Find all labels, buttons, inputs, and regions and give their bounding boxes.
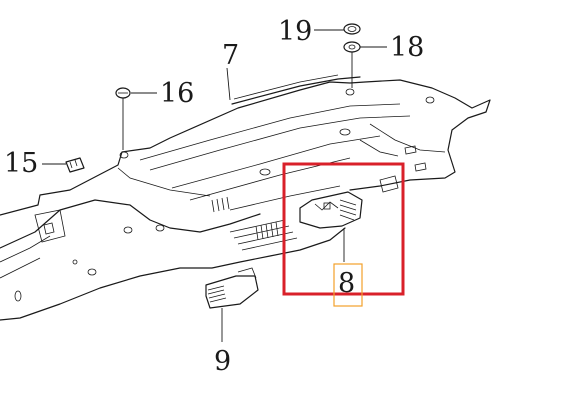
highlight-box [282,162,405,296]
callout-19: 19 [278,16,312,47]
undertray-panel [0,74,491,321]
part-19-washer [343,23,361,35]
part-9-block [205,267,259,309]
callout-18: 18 [390,32,424,63]
callout-15: 15 [4,148,38,179]
callout-8: 8 [338,268,355,299]
callout-16: 16 [160,78,194,109]
part-15-clip [65,157,85,173]
part-8-clip [299,191,363,229]
callout-7: 7 [222,40,239,71]
callout-9: 9 [214,346,231,377]
part-18-nut [343,41,361,53]
leader-7 [226,67,231,101]
leader-lines [42,29,387,342]
label-box [333,263,363,307]
part-16-screw [115,87,131,99]
